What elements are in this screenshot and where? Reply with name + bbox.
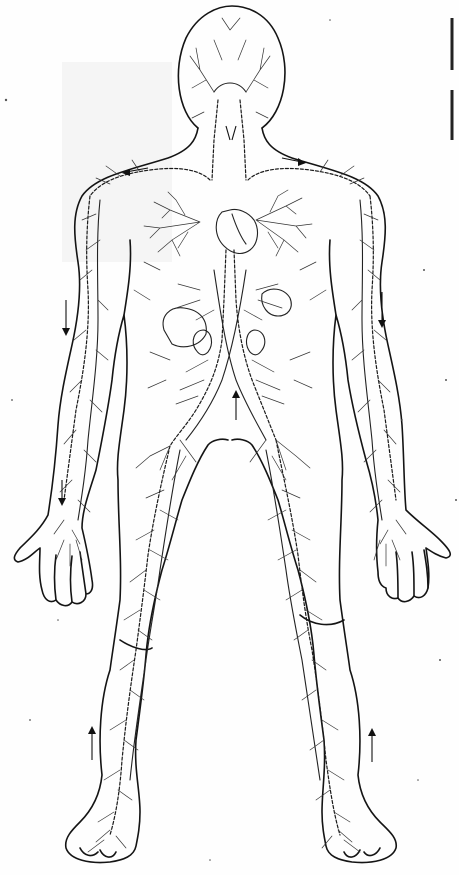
liver bbox=[163, 308, 206, 347]
left-carotid bbox=[212, 100, 218, 180]
right-torso-outline bbox=[232, 128, 450, 862]
arrow-icon bbox=[58, 480, 66, 506]
left-kidney bbox=[193, 330, 211, 355]
right-carotid bbox=[240, 100, 246, 180]
pelvis-capillaries bbox=[136, 440, 310, 480]
right-lung-vessels bbox=[256, 190, 312, 256]
abdomen-capillaries bbox=[134, 262, 326, 404]
hand-capillaries bbox=[56, 540, 400, 566]
left-thigh-capillaries bbox=[120, 490, 178, 700]
descending-aorta bbox=[170, 250, 226, 446]
arrow-icon bbox=[368, 728, 376, 762]
left-lower-leg-capillaries bbox=[88, 720, 138, 852]
iliac-vein-cross bbox=[214, 270, 266, 440]
right-toes bbox=[344, 848, 380, 857]
right-lower-leg-capillaries bbox=[310, 720, 360, 852]
arrow-icon bbox=[378, 292, 386, 328]
iliac-artery-cross bbox=[186, 270, 246, 440]
right-thigh-capillaries bbox=[268, 490, 326, 700]
left-toes bbox=[80, 848, 116, 857]
head-outline bbox=[178, 6, 285, 128]
head-loop-vessel bbox=[214, 83, 246, 92]
right-underarm-line bbox=[329, 240, 336, 315]
heart-icon bbox=[216, 209, 257, 253]
heart-septum bbox=[232, 214, 246, 244]
right-arm-capillaries bbox=[352, 270, 406, 544]
right-kidney bbox=[247, 330, 265, 355]
right-subclavian bbox=[248, 168, 370, 196]
right-femoral-artery bbox=[276, 440, 340, 835]
right-arm-artery bbox=[370, 196, 396, 500]
right-fingers bbox=[396, 550, 428, 598]
arrow-icon bbox=[62, 300, 70, 336]
right-femoral-vein bbox=[266, 450, 320, 780]
arrow-icon bbox=[88, 726, 96, 760]
inferior-vena-cava bbox=[234, 250, 276, 440]
arrow-icon bbox=[232, 390, 240, 420]
head-capillaries bbox=[190, 18, 270, 118]
arrow-icon bbox=[226, 126, 236, 140]
